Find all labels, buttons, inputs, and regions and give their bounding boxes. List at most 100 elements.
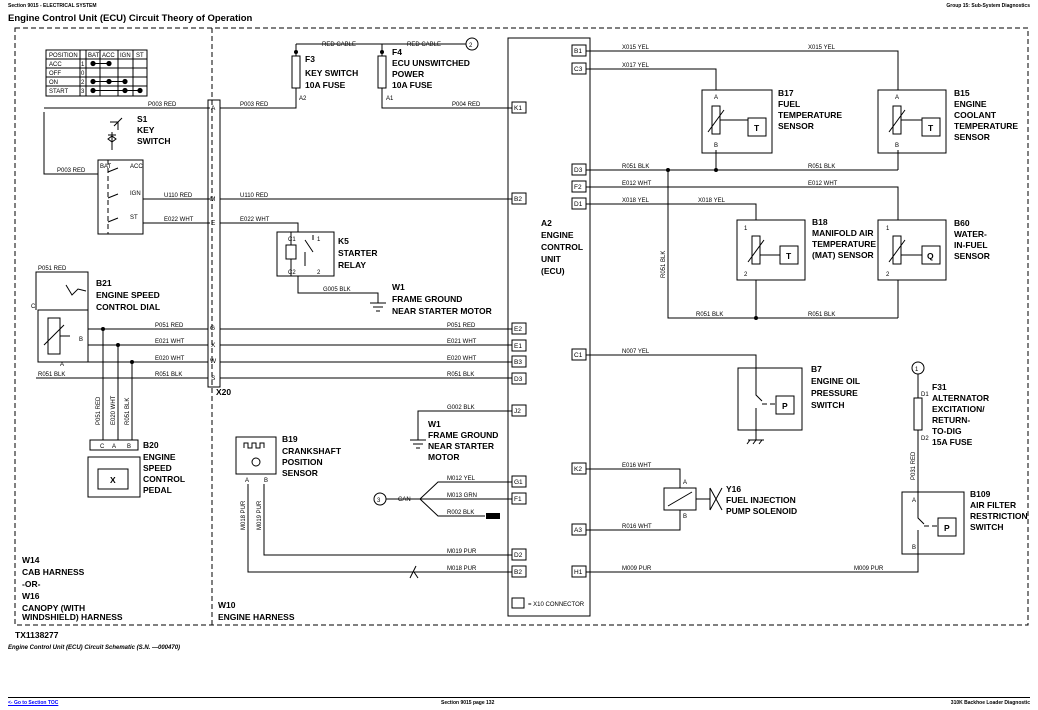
w1a-label-name2: NEAR STARTER MOTOR bbox=[392, 306, 492, 316]
y16-label-code: Y16 bbox=[726, 484, 741, 494]
wire-n007-label: N007 YEL bbox=[622, 349, 650, 355]
fuel-pump-solenoid-y16-symbol bbox=[663, 487, 723, 511]
wire-break-marks bbox=[409, 565, 419, 579]
b17-terminal-a: A bbox=[714, 95, 718, 101]
w10-label-name: ENGINE HARNESS bbox=[218, 612, 295, 622]
k5-label-name2: RELAY bbox=[338, 260, 366, 270]
b20-label-name3: CONTROL bbox=[143, 474, 185, 484]
b19-terminal-a: A bbox=[245, 478, 249, 484]
b60-label-code: B60 bbox=[954, 218, 970, 228]
wire-x015 bbox=[586, 50, 899, 90]
wire-x018 bbox=[586, 203, 757, 220]
a2-label-name2: CONTROL bbox=[541, 242, 583, 252]
wire-p003-label-upper: P003 RED bbox=[148, 102, 177, 108]
ecu-pin-j2: J2 bbox=[514, 408, 521, 415]
wires-to-pedal bbox=[102, 329, 133, 440]
f31-label-name4: TO-DIG bbox=[932, 426, 962, 436]
w10-label-code: W10 bbox=[218, 600, 236, 610]
b20-label-code: B20 bbox=[143, 440, 159, 450]
footer-manual-title: 310K Backhoe Loader Diagnostic bbox=[950, 700, 1030, 706]
b17-symbol-t: T bbox=[754, 123, 760, 133]
wire-u110-label-left: U110 RED bbox=[164, 193, 193, 199]
b7-symbol-p: P bbox=[782, 401, 788, 411]
ref-circle-3-label: 3 bbox=[377, 498, 381, 504]
pedal-b20-symbol bbox=[87, 439, 141, 498]
starter-relay-k5-symbol bbox=[276, 231, 335, 277]
table-header-position: POSITION bbox=[49, 53, 78, 59]
wire-p031-label: P031 RED bbox=[911, 451, 917, 480]
b60-symbol-q: Q bbox=[927, 251, 934, 261]
b17-label-name1: FUEL bbox=[778, 99, 800, 109]
a2-label-name1: ENGINE bbox=[541, 230, 574, 240]
k5-terminal-2: 2 bbox=[317, 270, 321, 276]
ecu-pin-c3: C3 bbox=[574, 66, 583, 73]
wire-e022-label-left: E022 WHT bbox=[164, 217, 194, 223]
wire-n007 bbox=[586, 354, 757, 368]
wire-g005 bbox=[297, 276, 386, 312]
wire-m009-label-2: M009 PUR bbox=[854, 566, 884, 572]
figure-caption: Engine Control Unit (ECU) Circuit Schema… bbox=[8, 645, 181, 651]
table-connection-dots bbox=[90, 60, 143, 94]
table-row-on: ON bbox=[49, 80, 58, 86]
wire-e020-label-ecu: E020 WHT bbox=[447, 356, 477, 362]
b20-symbol-x: X bbox=[110, 475, 116, 485]
wire-u110-label-right: U110 RED bbox=[240, 193, 269, 199]
wire-p003-label-lower: P003 RED bbox=[57, 168, 86, 174]
b21-terminal-b: B bbox=[79, 337, 83, 343]
ecu-pin-c1: C1 bbox=[574, 352, 583, 359]
red-cable-label-1: RED CABLE bbox=[322, 42, 356, 48]
ecu-left-pins: K1 B2 E2 E1 B3 D3 J2 G1 F1 D2 B2 bbox=[511, 101, 527, 578]
crankshaft-sensor-b19-symbol bbox=[235, 436, 277, 475]
oil-pressure-switch-b7-symbol bbox=[737, 367, 803, 445]
s1-label-name1: KEY bbox=[137, 125, 155, 135]
f4-terminal-a1: A1 bbox=[386, 96, 394, 102]
wire-e021-label-ecu: E021 WHT bbox=[447, 339, 477, 345]
b60-terminal-1: 1 bbox=[886, 226, 890, 232]
ecu-pin-d3-right: D3 bbox=[574, 167, 583, 174]
wire-m019-label: M019 PUR bbox=[447, 549, 477, 555]
y16-label-name1: FUEL INJECTION bbox=[726, 495, 796, 505]
wire-e020-label-left: E020 WHT bbox=[155, 356, 185, 362]
wire-e016 bbox=[586, 468, 681, 488]
ecu-pin-d1: D1 bbox=[574, 201, 583, 208]
x10-legend-box bbox=[511, 597, 525, 609]
wire-x017-label: X017 YEL bbox=[622, 63, 650, 69]
ecu-a2-box bbox=[507, 37, 591, 617]
x20-pin-s: S bbox=[211, 375, 216, 382]
wire-m013-label: M013 GRN bbox=[447, 493, 477, 499]
k5-terminal-c1: C1 bbox=[288, 237, 296, 243]
wire-p003-label-right: P003 RED bbox=[240, 102, 269, 108]
key-switch-position-table: POSITION BAT ACC IGN ST ACC OFF ON START… bbox=[45, 49, 148, 97]
b109-terminal-a: A bbox=[912, 498, 916, 504]
go-to-toc-link[interactable]: <- Go to Section TOC bbox=[8, 700, 59, 706]
diagram-border bbox=[14, 27, 1029, 626]
ecu-pin-h1: H1 bbox=[574, 569, 583, 576]
b20-label-name2: SPEED bbox=[143, 463, 172, 473]
table-row-start: START bbox=[49, 89, 68, 95]
b18-terminal-2: 2 bbox=[744, 272, 748, 278]
fuse-f31-symbol bbox=[913, 374, 923, 492]
b19-label-name2: POSITION bbox=[282, 457, 323, 467]
x20-pin-g: G bbox=[210, 325, 215, 332]
ecu-pin-f1: F1 bbox=[514, 496, 522, 503]
w14-label-code: W14 bbox=[22, 555, 40, 565]
x20-pin-a: A bbox=[211, 105, 216, 112]
engine-speed-dial-b21-symbol bbox=[37, 284, 89, 363]
f4-label-name2: POWER bbox=[392, 69, 424, 79]
a2-label-name3: UNIT bbox=[541, 254, 562, 264]
wire-e012-label-2: E012 WHT bbox=[808, 181, 838, 187]
b7-label-name1: ENGINE OIL bbox=[811, 376, 860, 386]
k5-label-code: K5 bbox=[338, 236, 349, 246]
b18-label-name1: MANIFOLD AIR bbox=[812, 228, 874, 238]
x20-label: X20 bbox=[216, 387, 231, 397]
b109-label-name2: RESTRICTION bbox=[970, 511, 1028, 521]
s1-terminal-bat: BAT bbox=[100, 164, 112, 170]
f4-label-name3: 10A FUSE bbox=[392, 80, 433, 90]
table-row-acc: ACC bbox=[49, 62, 62, 68]
ecu-pin-d3-left: D3 bbox=[514, 376, 523, 383]
ecu-pin-a3: A3 bbox=[574, 527, 582, 534]
table-header-ign: IGN bbox=[120, 53, 131, 59]
wire-r051-right bbox=[586, 150, 899, 319]
ecu-pin-d2: D2 bbox=[514, 552, 523, 559]
wire-e022-label-right: E022 WHT bbox=[240, 217, 270, 223]
